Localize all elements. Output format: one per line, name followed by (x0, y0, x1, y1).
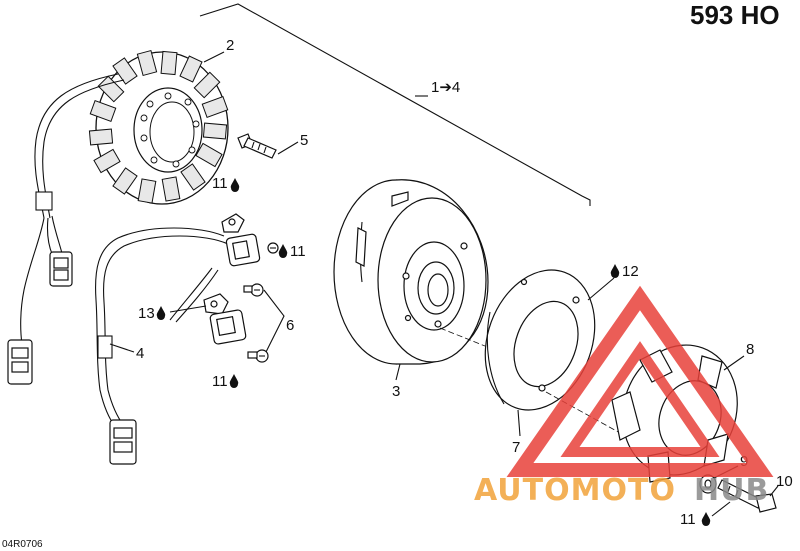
callout-10: 10 (776, 473, 793, 490)
leader-8 (723, 355, 745, 371)
callout-8: 8 (746, 341, 754, 358)
drop-icon (229, 374, 239, 388)
bolt-5 (237, 133, 277, 159)
callout-9: 9 (740, 453, 748, 470)
connector-trigger (109, 419, 137, 465)
leader-7 (517, 409, 521, 437)
stator (88, 49, 229, 205)
drop-icon (278, 244, 288, 258)
callout-11-b: 11 (290, 243, 306, 260)
callout-3: 3 (392, 383, 400, 400)
connector-stator-a (49, 251, 73, 287)
drop-icon (156, 306, 166, 320)
drop-icon (610, 264, 620, 278)
leader-11-d (711, 501, 731, 517)
callout-2: 2 (226, 37, 234, 54)
leader-5 (277, 141, 299, 155)
bolt-10 (717, 479, 777, 513)
leader-12 (587, 277, 615, 301)
stator-harness (20, 73, 125, 345)
callout-13: 13 (138, 305, 155, 322)
trigger-coil-lower (203, 293, 247, 345)
diagram-title: 593 HO (690, 0, 780, 30)
trigger-coil-upper (221, 213, 261, 267)
watermark-logo: AUTOMOTO HUB (474, 285, 774, 508)
callout-5: 5 (300, 132, 308, 149)
leader-4 (109, 343, 135, 353)
callout-11-c: 11 (212, 373, 228, 390)
leader-3 (395, 363, 401, 381)
ring-plate (484, 269, 596, 411)
connector-stator-b (7, 339, 33, 385)
leader-10 (769, 485, 779, 497)
flywheel (333, 179, 489, 365)
callout-6: 6 (286, 317, 294, 334)
watermark-text-left: AUTOMOTO (474, 473, 676, 508)
washer-9 (699, 474, 717, 494)
callout-4: 4 (136, 345, 144, 362)
callout-11-a: 11 (212, 175, 228, 192)
drop-icon (701, 512, 711, 526)
callout-7: 7 (512, 439, 520, 456)
axis-line-a (439, 327, 521, 361)
group-bracket (199, 3, 591, 206)
drawing-code: 04R0706 (2, 539, 43, 550)
trigger-harness (95, 227, 229, 429)
watermark-text-right: HUB (694, 473, 769, 508)
drop-icon (230, 178, 240, 192)
leader-13 (169, 305, 207, 313)
screw-mid (243, 283, 264, 297)
screw-upper (267, 242, 279, 254)
leader-6 (263, 289, 285, 353)
screw-lower (247, 349, 269, 363)
callout-1-4: 1➔4 (431, 79, 460, 96)
callout-12: 12 (622, 263, 639, 280)
callout-11-d: 11 (680, 511, 696, 528)
leader-2 (203, 51, 225, 63)
